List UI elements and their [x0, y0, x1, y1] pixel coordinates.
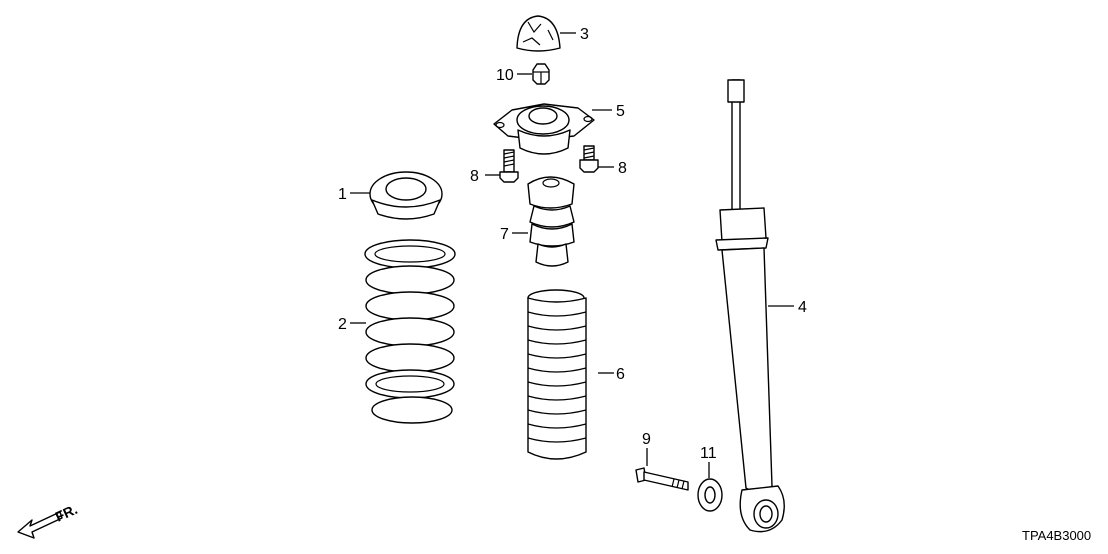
part-washer[interactable] [697, 478, 723, 512]
part-number-label: 9 [642, 431, 651, 448]
part-flange-bolt-left[interactable] [499, 149, 519, 183]
part-number-label: 8 [618, 160, 627, 177]
part-number-label: 8 [470, 168, 479, 185]
part-mounting-bolt[interactable] [635, 467, 689, 491]
front-label: FR. [53, 501, 80, 525]
part-number-label: 6 [616, 366, 625, 383]
part-flange-bolt-right[interactable] [579, 145, 599, 173]
part-number-label: 4 [798, 299, 807, 316]
part-number-label: 3 [580, 26, 589, 43]
front-direction-arrow: FR. [17, 501, 80, 539]
part-dust-cap[interactable] [516, 15, 561, 52]
part-nut[interactable] [532, 63, 550, 85]
part-shock-absorber[interactable] [715, 79, 785, 533]
part-number-label: 7 [500, 226, 509, 243]
part-number-label: 2 [338, 316, 347, 333]
part-number-label: 10 [496, 67, 514, 84]
part-coil-spring[interactable] [364, 239, 456, 424]
part-number-label: 5 [616, 103, 625, 120]
part-number-label: 11 [700, 445, 717, 462]
part-dust-boot[interactable] [527, 289, 587, 460]
drawing-code: TPA4B3000 [1022, 528, 1091, 543]
part-bump-stop[interactable] [527, 176, 575, 267]
part-number-label: 1 [338, 186, 347, 203]
part-upper-mount[interactable] [493, 103, 595, 155]
part-spring-seat[interactable] [369, 171, 443, 220]
